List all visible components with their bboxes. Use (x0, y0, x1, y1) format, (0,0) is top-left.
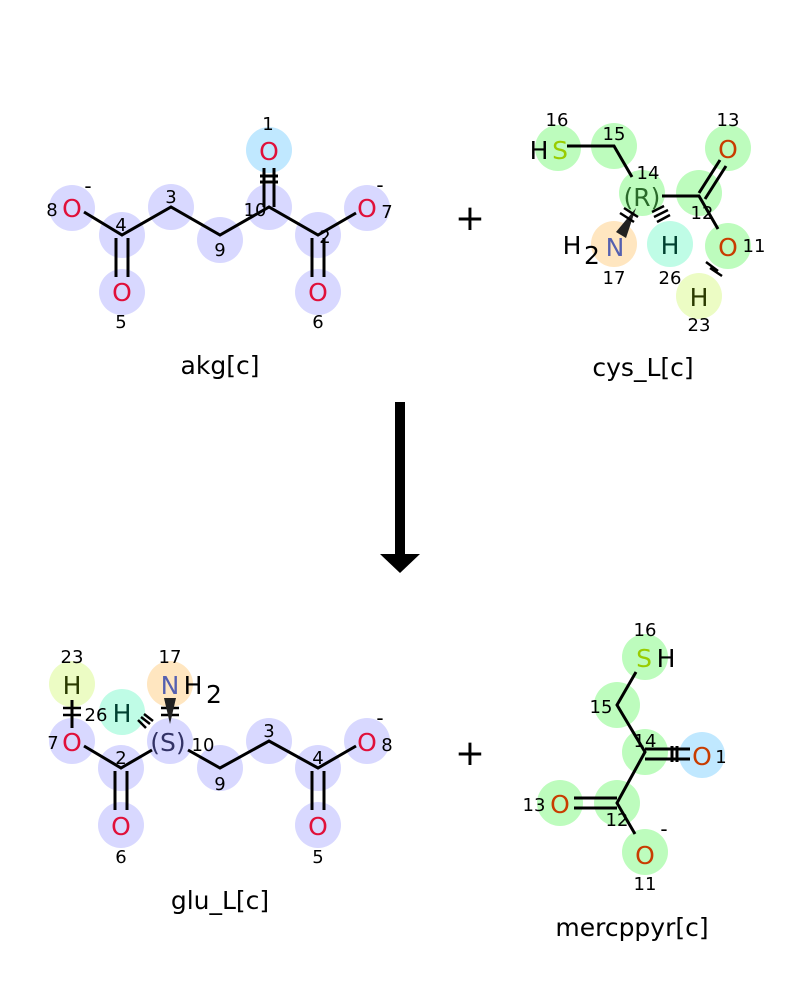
charge: - (660, 817, 667, 841)
molecule-name: akg[c] (181, 351, 260, 380)
atom-O13: O (718, 135, 738, 164)
atom-index: 26 (659, 268, 682, 289)
plus-sign: + (455, 198, 485, 239)
atom-H26: H (113, 699, 132, 728)
stereo-label: (S) (150, 728, 185, 757)
atom-index: 23 (688, 315, 711, 336)
atom-index: 13 (717, 110, 740, 131)
atom-index: 4 (312, 748, 323, 769)
stereo-label: (R) (624, 183, 661, 212)
atom-index: 11 (743, 236, 766, 257)
atom-index: 16 (546, 110, 569, 131)
atom-O5: O (308, 812, 328, 841)
atom-H: H (657, 644, 676, 673)
atom-index: 17 (603, 268, 626, 289)
atom-index: 14 (637, 163, 660, 184)
atom-O11: O (635, 841, 655, 870)
atom-O1: O (259, 137, 279, 166)
atom-index: 12 (606, 810, 629, 831)
atom-index: 17 (159, 647, 182, 668)
molecule-cys-L: H S O O H H H 2 N (R) 11 12 13 14 15 16 … (530, 110, 766, 382)
atom-index: 7 (47, 733, 58, 754)
atom-H: H (563, 231, 582, 260)
atom-H23: H (690, 283, 709, 312)
subscript: 2 (206, 680, 222, 709)
atom-index: 3 (165, 187, 176, 208)
atom-H26: H (661, 231, 680, 260)
atom-index: 16 (634, 620, 657, 641)
molecule-name: cys_L[c] (592, 353, 693, 382)
atom-index: 5 (115, 312, 126, 333)
atom-index: 1 (715, 747, 726, 768)
atom-index: 10 (244, 200, 267, 221)
atom-index: 8 (46, 200, 57, 221)
charge: - (376, 706, 383, 730)
atom-index: 14 (634, 731, 657, 752)
molecule-name: mercppyr[c] (555, 913, 708, 942)
atom-index: 6 (312, 312, 323, 333)
atom-N17: N (161, 671, 180, 700)
atom-O8: O (357, 728, 377, 757)
molecule-akg: O - O O O - O 1 2 3 4 5 6 7 8 9 10 akg[c… (46, 114, 392, 380)
molecule-glu-L: H H N H 2 O O O - O (S) 2 3 4 5 6 7 8 9 … (47, 647, 392, 915)
plus-sign: + (455, 733, 485, 774)
atom-O8: O (62, 194, 82, 223)
atom-H23: H (63, 671, 82, 700)
atom-S16: S (636, 644, 652, 673)
atom-index: 3 (263, 721, 274, 742)
atom-O7: O (357, 194, 377, 223)
atom-index: 9 (214, 240, 225, 261)
reaction-arrow (380, 402, 420, 573)
atom-index: 9 (214, 774, 225, 795)
atom-H: H (530, 136, 549, 165)
atom-index: 13 (523, 795, 546, 816)
charge: - (376, 173, 383, 197)
subscript: 2 (584, 241, 600, 270)
atom-index: 1 (262, 114, 273, 135)
atom-index: 15 (590, 697, 613, 718)
charge: - (84, 174, 91, 198)
molecule-mercppyr: S H O O O - 1 11 12 13 14 15 16 mercppyr… (523, 620, 727, 942)
atom-O6: O (308, 278, 328, 307)
atom-index: 10 (192, 735, 215, 756)
atom-index: 12 (691, 203, 714, 224)
molecule-name: glu_L[c] (171, 886, 269, 915)
atom-H: H (184, 671, 203, 700)
atom-index: 15 (603, 124, 626, 145)
atom-index: 2 (319, 227, 330, 248)
atom-O5: O (112, 278, 132, 307)
atom-O13: O (550, 790, 570, 819)
atom-index: 11 (634, 874, 657, 895)
atom-O7: O (62, 728, 82, 757)
atom-index: 5 (312, 847, 323, 868)
atom-index: 4 (115, 215, 126, 236)
atom-index: 8 (381, 735, 392, 756)
atom-O1: O (692, 742, 712, 771)
atom-index: 7 (381, 202, 392, 223)
atom-index: 2 (115, 748, 126, 769)
atom-index: 23 (61, 647, 84, 668)
atom-S16: S (552, 136, 568, 165)
atom-N17: N (606, 233, 625, 262)
atom-O11: O (718, 233, 738, 262)
atom-O6: O (111, 812, 131, 841)
atom-index: 6 (115, 847, 126, 868)
atom-index: 26 (85, 705, 108, 726)
